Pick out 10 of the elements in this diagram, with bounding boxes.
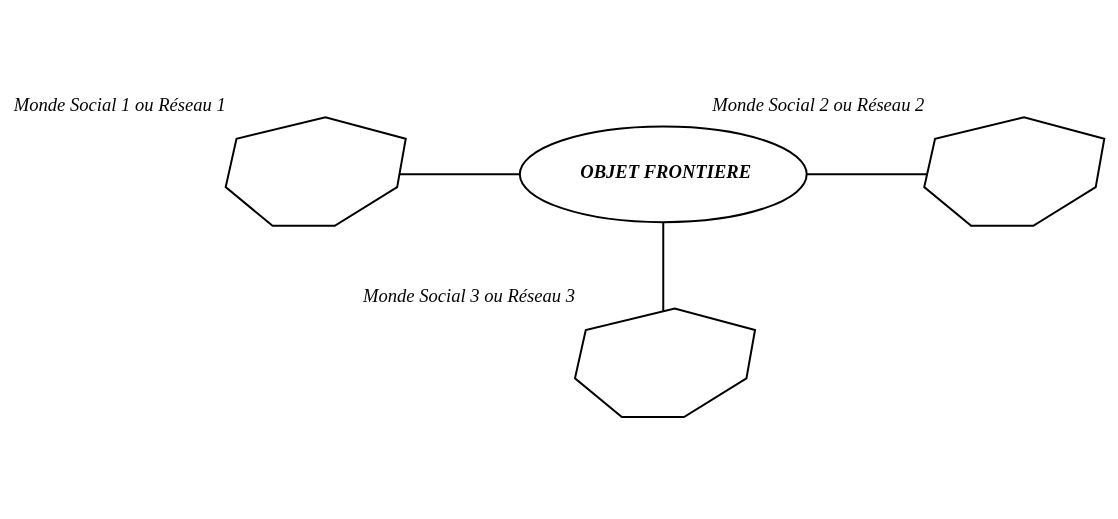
connector bbox=[398, 172, 521, 175]
node-network bbox=[224, 115, 407, 227]
node-ellipse: OBJET FRONTIERE bbox=[518, 125, 808, 223]
node-label: Monde Social 1 ou Réseau 1 bbox=[13, 93, 226, 115]
node-network bbox=[573, 306, 757, 418]
connector bbox=[662, 220, 665, 312]
connector bbox=[805, 172, 928, 175]
node-label: Monde Social 3 ou Réseau 3 bbox=[363, 284, 576, 306]
node-network bbox=[923, 115, 1106, 227]
node-label: Monde Social 2 ou Réseau 2 bbox=[712, 93, 925, 115]
